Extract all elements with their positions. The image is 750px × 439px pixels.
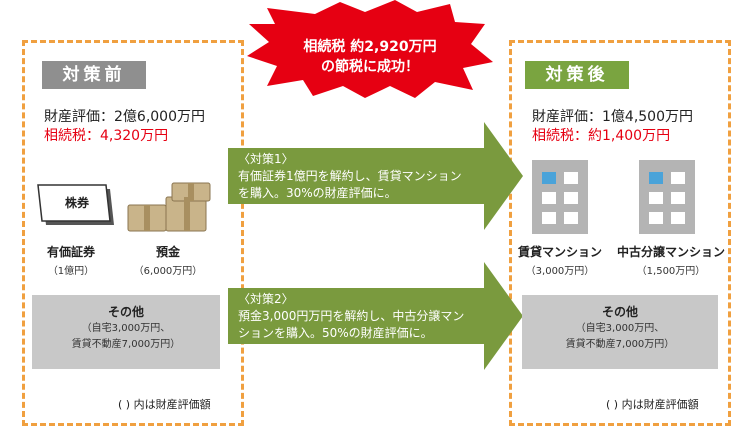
measure2-line1: 預金3,000円万円を解約し、中古分譲マン xyxy=(238,309,465,323)
after-note: ( ) 内は財産評価額 xyxy=(606,398,699,411)
measure2-line2: ションを購入。50%の財産評価に。 xyxy=(238,326,433,340)
measure2-heading: 〈対策2〉 xyxy=(238,292,294,306)
cash-value: （6,000万円） xyxy=(133,266,203,277)
measure1-heading: 〈対策1〉 xyxy=(238,152,294,166)
money-stack-icon xyxy=(127,182,211,232)
rental-name: 賃貸マンション xyxy=(517,245,602,259)
after-other-line1: （自宅3,000万円、 xyxy=(575,323,665,334)
used-condo-value: （1,500万円） xyxy=(636,266,706,277)
before-note: ( ) 内は財産評価額 xyxy=(118,398,211,411)
measure2-arrow xyxy=(228,262,523,370)
before-title: 対策前 xyxy=(42,61,146,89)
measure1-text: 〈対策1〉 有価証券1億円を解約し、賃貸マンション を購入。30%の財産評価に。 xyxy=(238,151,462,202)
burst-line1: 相続税 約2,920万円 xyxy=(303,39,437,55)
before-other-line1: （自宅3,000万円、 xyxy=(81,323,171,334)
stock-label: 株券 xyxy=(64,196,89,210)
after-tax: 相続税：約1,400万円 xyxy=(532,128,671,144)
measure1-line2: を購入。30%の財産評価に。 xyxy=(238,186,397,200)
savings-burst xyxy=(247,0,493,98)
before-tax: 相続税：4,320万円 xyxy=(44,128,169,144)
after-panel xyxy=(509,40,731,426)
burst-line2: の節税に成功！ xyxy=(321,59,419,75)
before-other-title: その他 xyxy=(107,305,144,319)
after-other-title: その他 xyxy=(601,305,638,319)
after-title: 対策後 xyxy=(525,61,629,89)
used-condo-building-icon xyxy=(639,160,695,234)
after-other-line2: 賃貸不動産7,000万円） xyxy=(565,339,675,350)
measure2-text: 〈対策2〉 預金3,000円万円を解約し、中古分譲マン ションを購入。50%の財… xyxy=(238,291,464,342)
stock-name: 有価証券 xyxy=(46,245,95,259)
stock-certificate-icon xyxy=(37,184,114,225)
measure1-arrow xyxy=(228,122,523,230)
before-valuation: 財産評価：2億6,000万円 xyxy=(44,109,205,125)
stock-value: （1億円） xyxy=(47,266,95,277)
after-valuation: 財産評価：1億4,500万円 xyxy=(532,109,693,125)
rental-building-icon xyxy=(532,160,588,234)
after-other-box: その他 （自宅3,000万円、 賃貸不動産7,000万円） xyxy=(522,295,718,369)
before-panel xyxy=(22,40,244,426)
burst-text: 相続税 約2,920万円 の節税に成功！ xyxy=(245,37,495,77)
cash-name: 預金 xyxy=(155,245,180,259)
before-other-line2: 賃貸不動産7,000万円） xyxy=(71,339,181,350)
rental-value: （3,000万円） xyxy=(525,266,595,277)
used-condo-name: 中古分譲マンション xyxy=(616,245,725,259)
before-other-box: その他 （自宅3,000万円、 賃貸不動産7,000万円） xyxy=(32,295,220,369)
measure1-line1: 有価証券1億円を解約し、賃貸マンション xyxy=(238,169,462,183)
